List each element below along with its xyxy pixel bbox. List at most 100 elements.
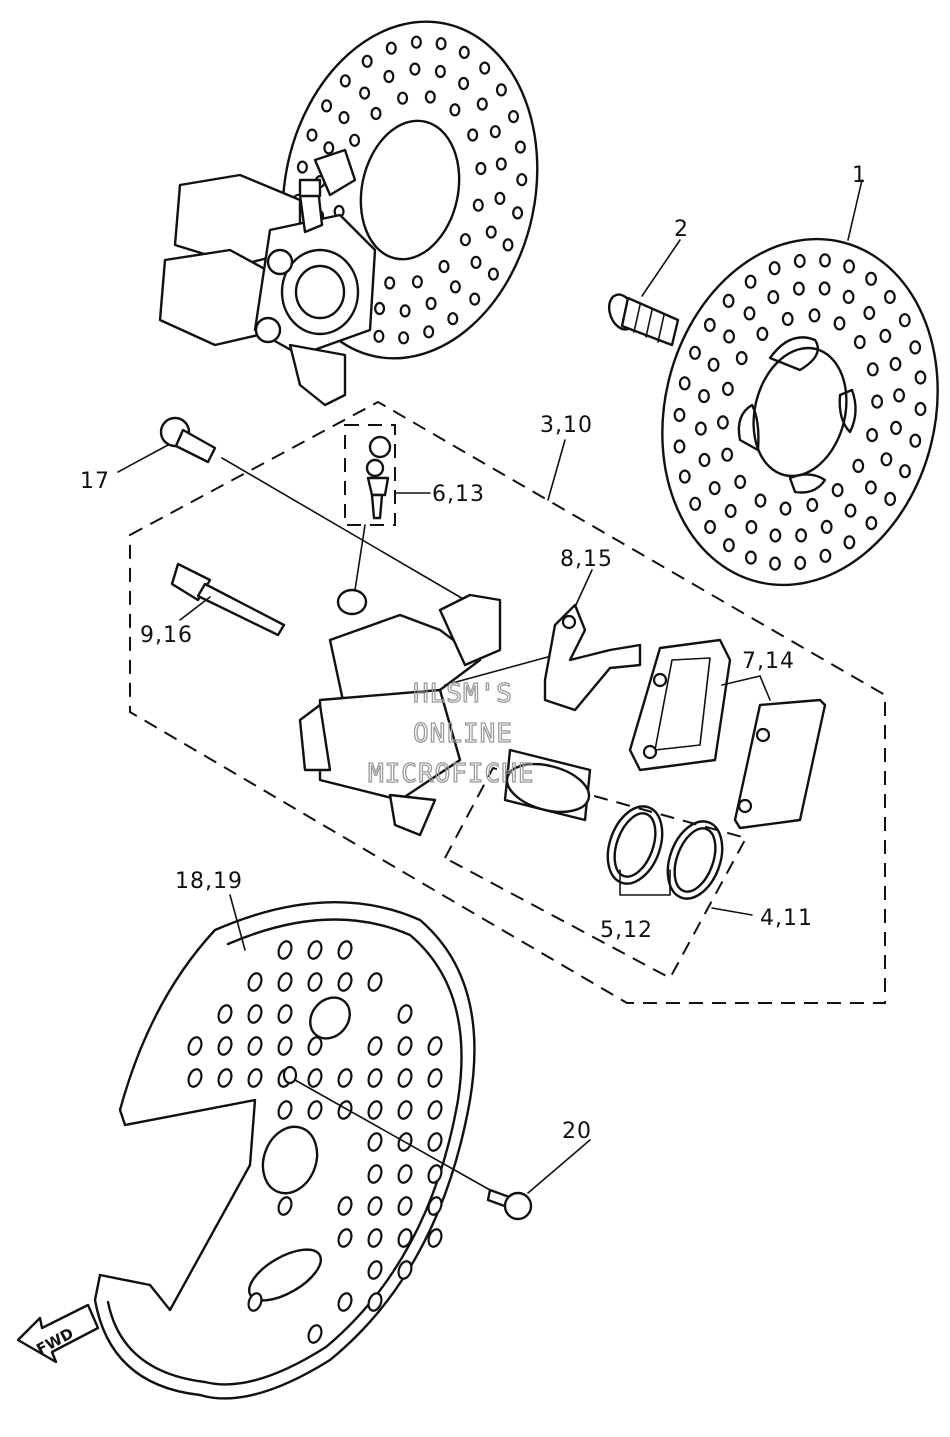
vent-hole bbox=[370, 106, 382, 121]
vent-hole bbox=[793, 253, 806, 269]
leader-lines bbox=[117, 179, 863, 1194]
guard-vent-hole bbox=[427, 1228, 443, 1248]
vent-hole bbox=[744, 274, 757, 289]
callout-2: 2 bbox=[674, 217, 689, 242]
vent-hole bbox=[502, 238, 514, 252]
guard-vent-hole bbox=[397, 1196, 413, 1216]
watermark-line-2: ONLINE bbox=[413, 719, 513, 749]
callout-5-12: 5,12 bbox=[600, 918, 653, 943]
vent-hole bbox=[735, 351, 748, 366]
vent-hole bbox=[424, 90, 436, 104]
vent-hole bbox=[475, 161, 487, 176]
vent-hole bbox=[806, 497, 819, 513]
guard-vent-hole bbox=[427, 1164, 443, 1184]
vent-hole bbox=[914, 401, 927, 417]
vent-hole bbox=[373, 329, 385, 343]
callout-17: 17 bbox=[80, 469, 110, 494]
forward-direction-arrow: FWD bbox=[16, 1303, 100, 1364]
guard-vent-hole bbox=[337, 1228, 353, 1248]
vent-hole bbox=[689, 345, 701, 360]
guard-vent-hole bbox=[187, 1068, 203, 1088]
vent-hole bbox=[833, 316, 846, 331]
guard-vent-hole bbox=[247, 1068, 263, 1088]
vent-hole bbox=[721, 447, 734, 462]
vent-hole bbox=[323, 141, 335, 155]
vent-hole bbox=[472, 198, 484, 212]
vent-hole bbox=[842, 289, 855, 304]
guard-vent-hole bbox=[427, 1100, 443, 1120]
vent-hole bbox=[866, 428, 878, 443]
vent-hole bbox=[844, 503, 857, 518]
guard-vent-hole bbox=[367, 1196, 383, 1216]
vent-hole bbox=[818, 281, 831, 296]
callout-9-16: 9,16 bbox=[140, 623, 193, 648]
guard-vent-hole bbox=[367, 1036, 383, 1056]
vent-hole bbox=[893, 388, 905, 403]
guard-vent-hole bbox=[277, 1036, 293, 1056]
vent-hole bbox=[703, 317, 716, 333]
vent-hole bbox=[321, 99, 333, 113]
vent-hole bbox=[819, 548, 832, 563]
guard-vent-hole bbox=[397, 1036, 413, 1056]
watermark-line-1: HLSM'S bbox=[413, 679, 513, 709]
guard-vent-hole bbox=[367, 1068, 383, 1088]
callout-3-10: 3,10 bbox=[540, 413, 593, 438]
vent-hole bbox=[398, 331, 410, 345]
guard-vent-hole bbox=[277, 1100, 293, 1120]
vent-hole bbox=[768, 261, 781, 276]
guard-vent-hole bbox=[397, 1164, 413, 1184]
vent-hole bbox=[743, 306, 756, 321]
bolt-17 bbox=[159, 416, 466, 601]
vent-hole bbox=[434, 64, 446, 79]
vent-hole bbox=[723, 538, 735, 553]
guard-vent-hole bbox=[277, 1196, 293, 1216]
vent-hole bbox=[385, 41, 397, 55]
vent-hole bbox=[512, 206, 524, 220]
guard-vent-hole bbox=[367, 1132, 383, 1152]
vent-hole bbox=[884, 289, 896, 305]
disc-guard bbox=[93, 901, 491, 1400]
guard-vent-hole bbox=[277, 972, 293, 992]
vent-hole bbox=[495, 157, 507, 171]
vent-hole bbox=[865, 515, 878, 531]
guard-vent-hole bbox=[427, 1036, 443, 1056]
guard-vent-hole bbox=[277, 1004, 293, 1024]
vent-hole bbox=[458, 76, 470, 91]
guard-vent-hole bbox=[307, 1100, 323, 1120]
guard-vent-hole bbox=[247, 1292, 263, 1312]
vent-hole bbox=[349, 133, 361, 147]
callout-8-15: 8,15 bbox=[560, 547, 613, 572]
guard-vent-hole bbox=[307, 1324, 323, 1344]
bleed-screw-dashed-outline bbox=[344, 424, 396, 526]
vent-hole bbox=[296, 160, 308, 174]
guard-vent-hole bbox=[307, 1036, 323, 1056]
brake-pads bbox=[628, 638, 827, 830]
vent-hole bbox=[831, 483, 844, 498]
vent-hole bbox=[678, 376, 691, 391]
vent-hole bbox=[909, 340, 922, 355]
guard-vent-hole bbox=[217, 1004, 233, 1024]
vent-hole bbox=[384, 276, 396, 290]
guard-bolt bbox=[486, 1188, 533, 1221]
vent-hole bbox=[476, 97, 488, 111]
vent-hole bbox=[678, 469, 691, 484]
watermark-line-3: MICROFICHE bbox=[368, 759, 535, 789]
vent-hole bbox=[871, 394, 883, 409]
guard-vent-hole bbox=[337, 1196, 353, 1216]
vent-hole bbox=[383, 69, 395, 84]
vent-hole bbox=[734, 474, 747, 489]
vent-hole bbox=[879, 328, 892, 343]
guard-vent-hole bbox=[427, 1196, 443, 1216]
vent-hole bbox=[469, 292, 481, 306]
vent-hole bbox=[853, 335, 866, 350]
vent-hole bbox=[779, 501, 792, 516]
vent-hole bbox=[808, 308, 821, 323]
vent-hole bbox=[449, 280, 461, 294]
guard-vent-hole bbox=[397, 1068, 413, 1088]
vent-hole bbox=[470, 255, 482, 269]
vent-hole bbox=[673, 407, 686, 423]
callout-6-13: 6,13 bbox=[432, 482, 485, 507]
vent-hole bbox=[397, 91, 409, 105]
watermark: HLSM'S ONLINE MICROFICHE bbox=[367, 678, 535, 789]
vent-hole bbox=[704, 519, 716, 535]
